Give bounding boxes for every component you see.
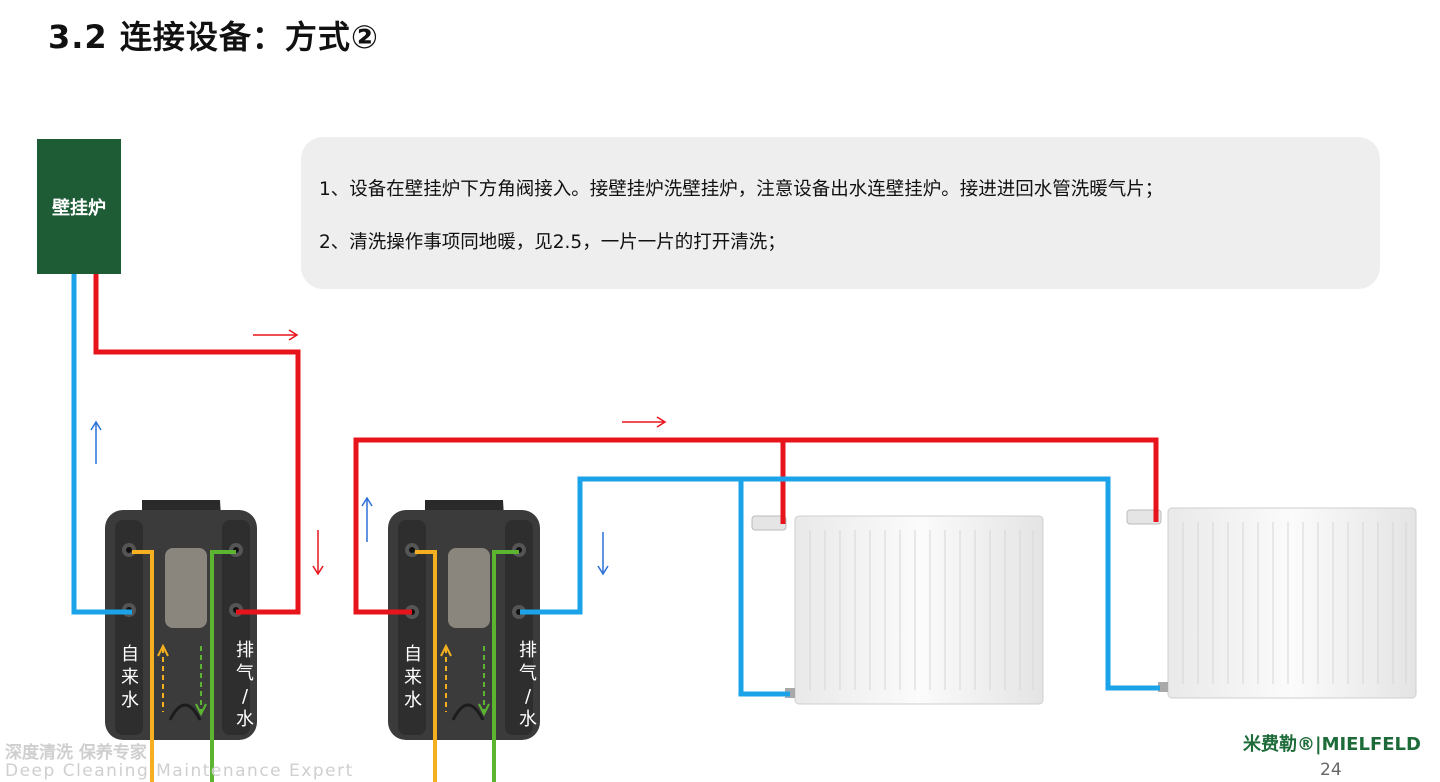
flow-arrow-right-1 [253,329,299,341]
inlet-hose-2 [415,550,437,782]
flow-arrow-up-1 [90,420,102,464]
wall-boiler-label: 壁挂炉 [52,197,106,219]
outlet-hose-1 [210,550,236,782]
outlet-hose-2 [492,550,519,782]
outlet-label-2d: 水 [519,709,537,730]
outlet-label-2b: 气 [519,663,537,684]
footer-slogan-en: Deep Cleaning Maintenance Expert [5,761,354,781]
cleaning-machine-1 [105,500,257,740]
radiator-2 [1126,507,1417,699]
inlet-label-2c: 水 [404,690,422,711]
inlet-label-1a: 自 [121,644,139,665]
instruction-box: 1、设备在壁挂炉下方角阀接入。接壁挂炉洗壁挂炉，注意设备出水连壁挂炉。接进进回水… [301,137,1380,289]
outlet-label-2a: 排 [519,640,537,661]
outlet-label-1a: 排 [236,640,254,661]
cold-branch-radiator-1 [738,479,790,697]
radiator-1 [751,515,1044,705]
page-number: 24 [1320,760,1342,780]
cold-pipe-radiators [520,476,1160,691]
cold-pipe-boiler [71,274,132,615]
footer-slogan-cn: 深度清洗 保养专家 [5,743,147,763]
flow-arrow-down-1 [312,530,324,576]
outlet-label-2c: / [525,686,532,707]
instruction-1: 1、设备在壁挂炉下方角阀接入。接壁挂炉洗壁挂炉，注意设备出水连壁挂炉。接进进回水… [319,179,1164,200]
instruction-2: 2、清洗操作事项同地暖，见2.5，一片一片的打开清洗； [319,232,786,253]
inlet-hose-1 [132,550,154,782]
outlet-label-1b: 气 [236,663,254,684]
outlet-label-1c: / [242,686,249,707]
inlet-label-2b: 来 [404,667,422,688]
cleaning-machine-2 [388,500,540,740]
flow-arrow-right-2 [622,416,667,428]
brand-logo: 米费勒®|MIELFELD [1243,734,1421,755]
hot-pipe-boiler [93,274,301,615]
inlet-label-1b: 来 [121,667,139,688]
flow-arrow-up-2 [361,496,373,542]
hot-pipe-radiators [353,437,1159,615]
inlet-label-1c: 水 [121,690,139,711]
wall-boiler-box: 壁挂炉 [37,139,121,274]
inlet-label-2a: 自 [404,644,422,665]
page-title: 3.2 连接设备：方式② [48,18,379,56]
flow-arrow-down-2 [597,532,609,576]
outlet-label-1d: 水 [236,709,254,730]
